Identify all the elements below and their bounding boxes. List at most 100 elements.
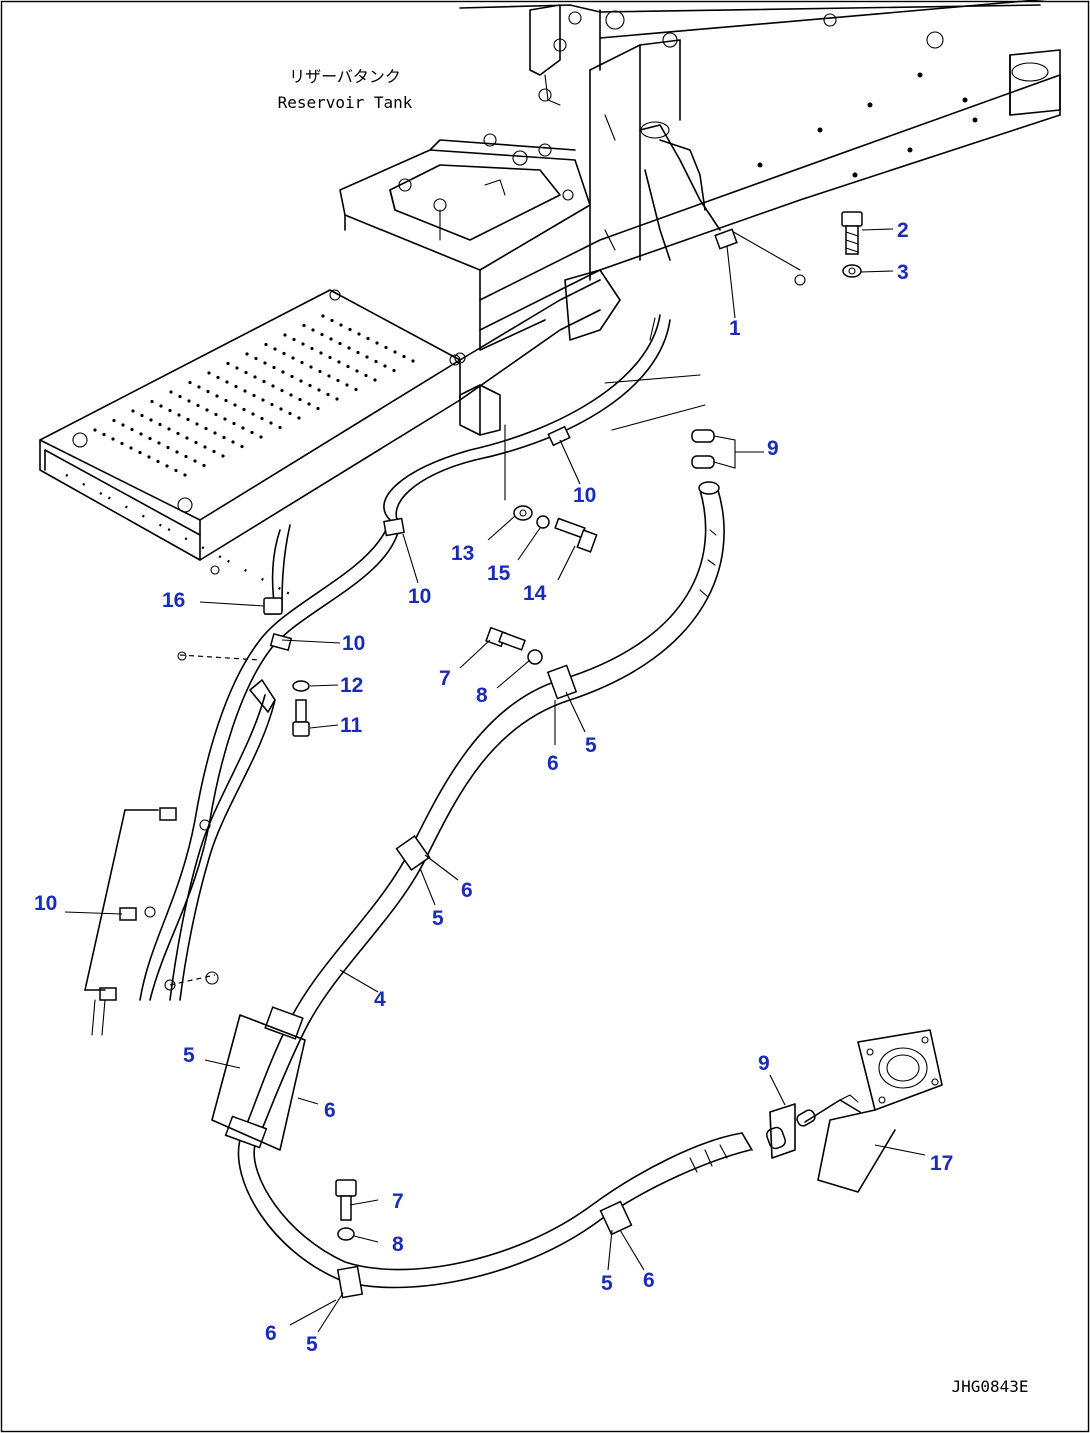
perforation-hole <box>168 408 172 413</box>
callout-17: 17 <box>930 1152 953 1175</box>
perforation-hole <box>393 350 397 354</box>
perforation-hole <box>245 352 249 356</box>
perforation-hole <box>138 450 142 455</box>
callout-4: 4 <box>374 988 386 1011</box>
perforation-hole <box>259 435 263 439</box>
perforation-hole <box>357 332 361 336</box>
perforation-hole <box>131 409 135 413</box>
perforation-hole <box>392 368 396 373</box>
perforation-hole <box>157 441 161 445</box>
perforation-hole <box>159 404 163 408</box>
perforation-hole <box>165 464 169 468</box>
perforation-hole <box>202 463 206 468</box>
perforation-hole <box>317 388 321 392</box>
perforation-hole <box>233 403 237 407</box>
perforation-hole <box>297 416 301 420</box>
perforation-hole <box>384 345 388 350</box>
perforation-hole <box>373 378 377 382</box>
perforation-hole <box>300 360 304 365</box>
perforation-hole <box>339 323 343 327</box>
perforation-hole <box>121 423 125 427</box>
tank-label-en: Reservoir Tank <box>278 93 413 112</box>
perforation-hole <box>147 455 151 459</box>
perforation-hole <box>183 473 187 477</box>
callout-5-a: 5 <box>585 734 597 757</box>
callout-5-d: 5 <box>306 1333 318 1356</box>
perforation-hole <box>365 355 369 359</box>
perforation-hole <box>188 380 192 385</box>
callout-8-b: 8 <box>392 1233 404 1256</box>
perforation-hole <box>221 454 225 458</box>
perforation-hole <box>318 369 322 374</box>
perforation-hole <box>196 403 200 408</box>
perforation-hole <box>231 440 235 444</box>
callout-6-e: 6 <box>643 1269 655 1292</box>
perforation-hole <box>251 412 255 416</box>
callout-8-a: 8 <box>476 684 488 707</box>
perforation-hole <box>310 346 314 351</box>
perforation-hole <box>311 328 315 332</box>
reservoir-tank <box>339 133 591 364</box>
callout-10-b: 10 <box>408 585 431 608</box>
perforation-hole <box>234 384 238 389</box>
perforation-hole <box>225 380 229 384</box>
perforation-hole <box>203 445 207 449</box>
perforation-hole <box>278 425 282 430</box>
callout-6-d: 6 <box>265 1322 277 1345</box>
perforation-hole <box>327 374 331 378</box>
perforation-hole <box>330 318 334 323</box>
perforation-hole <box>149 418 153 422</box>
perforation-hole <box>176 431 180 436</box>
perforation-hole <box>216 375 220 380</box>
callout-1: 1 <box>729 317 741 340</box>
perforation-hole <box>254 356 258 361</box>
perforation-hole <box>338 341 342 346</box>
perforation-hole <box>271 384 275 388</box>
perforation-hole <box>355 369 359 373</box>
callout-7-b: 7 <box>392 1190 404 1213</box>
perforation-hole <box>281 370 285 374</box>
perforation-hole <box>298 397 302 402</box>
perforation-hole <box>139 432 143 436</box>
perforation-hole <box>184 454 188 459</box>
perforation-hole <box>232 421 236 426</box>
perforation-hole <box>375 341 379 345</box>
perforation-hole <box>326 392 330 397</box>
perforation-hole <box>253 375 257 379</box>
perforation-hole <box>261 398 265 402</box>
perforation-hole <box>348 327 352 332</box>
callout-9-a: 9 <box>767 437 779 460</box>
perforation-hole <box>250 430 254 435</box>
crossmember <box>459 269 621 436</box>
perforation-hole <box>290 374 294 379</box>
perforation-hole <box>205 408 209 412</box>
callouts: 1 2 3 4 5 5 5 5 5 6 6 6 6 6 7 7 8 8 9 9 … <box>34 219 953 1356</box>
perforation-hole <box>111 437 115 441</box>
frame-rail <box>459 0 1061 331</box>
perforation-hole <box>224 398 228 403</box>
perforation-hole <box>214 412 218 417</box>
perforation-hole <box>204 426 208 431</box>
perforation-hole <box>195 422 199 426</box>
perforation-hole <box>140 413 144 418</box>
perforation-hole <box>213 431 217 435</box>
perforation-hole <box>336 378 340 383</box>
perforation-hole <box>102 432 106 437</box>
perforation-hole <box>346 364 350 369</box>
perforation-hole <box>130 427 134 432</box>
perforation-hole <box>263 361 267 365</box>
perforation-hole <box>270 402 274 407</box>
perforation-hole <box>335 397 339 401</box>
perforation-hole <box>273 347 277 351</box>
perforation-hole <box>223 417 227 421</box>
perforation-hole <box>169 390 173 394</box>
perforation-hole <box>226 361 230 366</box>
drain-hoses <box>91 314 706 1036</box>
perforation-hole <box>215 394 219 398</box>
perforation-hole <box>178 394 182 399</box>
perforation-hole <box>177 413 181 417</box>
step-platform: · · ·· · · ·· · · ·· · · ·· <box>39 289 461 604</box>
perforation-hole <box>194 440 198 445</box>
